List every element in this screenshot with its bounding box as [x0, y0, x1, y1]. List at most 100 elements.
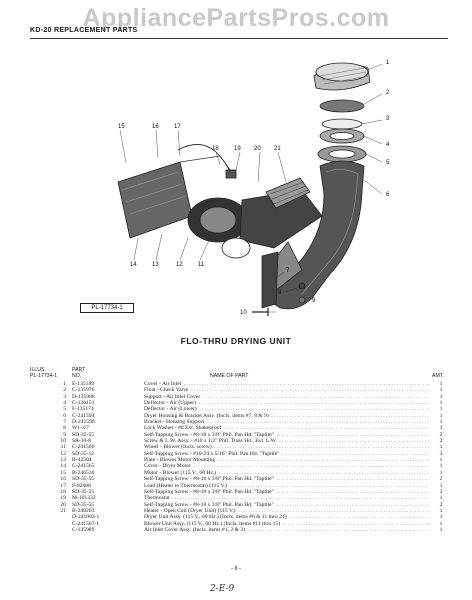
leader-dots: ........................................…	[214, 444, 429, 451]
part-name: Self-Tapping Screw - #10-24 x 5/16" Phil…	[144, 451, 429, 457]
exploded-parts-diagram: 1 2 3 4 5 6 7 8 9 10 11 12 13 14 15 16 1…	[117, 60, 390, 316]
blower-motor-assembly	[117, 155, 323, 259]
illus-number: 14	[60, 463, 66, 470]
part-amount: 1	[439, 381, 443, 387]
part-amount: 1	[439, 387, 443, 394]
air-inlet-support	[321, 118, 363, 130]
part-amount: 1	[439, 463, 443, 470]
air-inlet-cover	[313, 62, 371, 91]
leader-dots: ........................................…	[271, 412, 429, 419]
callout-16: 16	[152, 124, 159, 130]
part-name: Self-Tapping Screw - #8-18 x 3/8" Phil. …	[144, 476, 429, 482]
leader-dots: ........................................…	[229, 482, 429, 489]
part-name-text: Lead (Heater to Thermostat) (115 V.)	[144, 482, 228, 489]
part-number: C-241566	[72, 444, 95, 451]
part-amount: 1	[439, 444, 443, 451]
part-name: Air Inlet Cover Assy. (Incls. items #1, …	[144, 527, 429, 533]
leader-dots: ........................................…	[183, 381, 429, 387]
illus-number: 21	[60, 507, 66, 514]
part-number: M-101332	[72, 495, 96, 502]
air-deflector-upper	[319, 128, 365, 144]
part-amount: 1	[439, 393, 443, 400]
air-deflector-lower	[317, 145, 367, 163]
callout-9: 9	[312, 298, 316, 304]
part-amount: 1	[439, 495, 443, 502]
col-illus-header: ILLUS. PL-17734-1	[30, 367, 57, 379]
part-name: Deflector - Air (Upper) ................…	[144, 400, 429, 406]
part-name-text: Cover - Air Inlet	[144, 381, 182, 387]
part-number: SD-35-55	[72, 431, 95, 438]
illus-number: 19	[60, 495, 66, 502]
table-row: 21 B-248203 Heater - Open Coil (Dryer Unit…	[30, 508, 450, 514]
col-name-header: NAME OF PART	[210, 373, 249, 379]
callout-18: 18	[212, 146, 219, 152]
part-name-text: Self-Tapping Screw - #8-18 x 3/8" Phil. …	[144, 476, 274, 483]
col-part-header: PART NO.	[72, 367, 85, 379]
part-name-text: Self-Tapping Screw - #8-18 x 3/8" Phil. …	[144, 488, 274, 495]
illus-number: 3	[63, 393, 66, 400]
part-name-text: Deflector - Air (Upper)	[144, 400, 197, 407]
part-name: Support - Air Inlet Cover ..............…	[144, 394, 429, 400]
illus-number: 11	[60, 444, 66, 451]
part-name-text: Thermostat	[144, 495, 170, 502]
check-valve-float	[319, 99, 365, 113]
part-number: B-248203	[72, 507, 95, 514]
illus-number: 12	[60, 450, 66, 457]
part-name: Heater - Open Coil (Dryer Unit) (115 V.)…	[144, 508, 429, 514]
illus-number: 13	[60, 457, 66, 464]
leader-dots: ........................................…	[276, 476, 429, 483]
col-part-no: NO.	[72, 373, 82, 379]
part-number: D-241903-1	[72, 514, 100, 521]
leader-dots: ........................................…	[238, 507, 429, 514]
heater-open-coil	[265, 177, 311, 209]
part-name: Self-Tapping Screw - #8-18 x 3/8" Phil. …	[144, 432, 429, 438]
part-name: Cover - Dryer Motor ....................…	[144, 463, 429, 469]
callout-1: 1	[386, 60, 390, 66]
leader-dots: ........................................…	[172, 495, 429, 502]
col-illus-ref: PL-17734-1	[30, 373, 58, 379]
callout-19: 19	[234, 146, 241, 152]
part-amount: 2	[439, 488, 443, 495]
part-name: Plate - Blower Motor Mounting ..........…	[144, 457, 429, 463]
illus-number: 6	[63, 412, 66, 419]
table-row: 19 M-101332 Thermostat ...................…	[30, 495, 450, 501]
leader-dots: ........................................…	[276, 431, 429, 438]
leader-dots: ........................................…	[224, 425, 429, 432]
callout-14: 14	[130, 262, 137, 268]
housing-support-bracket	[261, 251, 279, 309]
part-amount: 2	[439, 431, 443, 438]
callout-4: 4	[386, 142, 390, 148]
part-name-text: Blower Unit Assy. (115 V., 60 Hz.) (Incl…	[144, 520, 281, 527]
part-name: Deflector - Air (Lower) ................…	[144, 406, 429, 412]
page-header: KD-20 REPLACEMENT PARTS	[30, 27, 138, 34]
illus-number: 5	[63, 406, 66, 413]
figure-reference: PL-17734-1	[80, 303, 134, 313]
watermark: AppliancePartsPros.com	[82, 4, 390, 32]
part-amount: 1	[439, 406, 443, 413]
leader-dots: ........................................…	[193, 463, 429, 470]
section-title: FLO-THRU DRYING UNIT	[180, 336, 292, 346]
part-name-text: Cover - Dryer Motor	[144, 463, 191, 470]
handwritten-note: 2-E-9	[210, 584, 235, 594]
callout-21: 21	[274, 146, 281, 152]
leader-dots: ........................................…	[282, 450, 429, 457]
part-amount: 2	[439, 438, 443, 445]
part-name-text: Motor - Blower (115 V., 60 Hz.)	[144, 469, 217, 476]
part-amount: 1	[439, 526, 443, 533]
page-number: - 8 -	[231, 566, 241, 572]
table-row: D-241903-1 Dryer Unit Assy. (115 V., 60 H…	[30, 514, 450, 520]
part-number: C-241565	[72, 463, 95, 470]
callout-20: 20	[254, 146, 261, 152]
part-name-text: Dryer Unit Assy. (115 V., 60 Hz.) (Incls…	[144, 514, 287, 521]
part-name: Wheel - Blower (Incls. screw) ..........…	[144, 444, 429, 450]
